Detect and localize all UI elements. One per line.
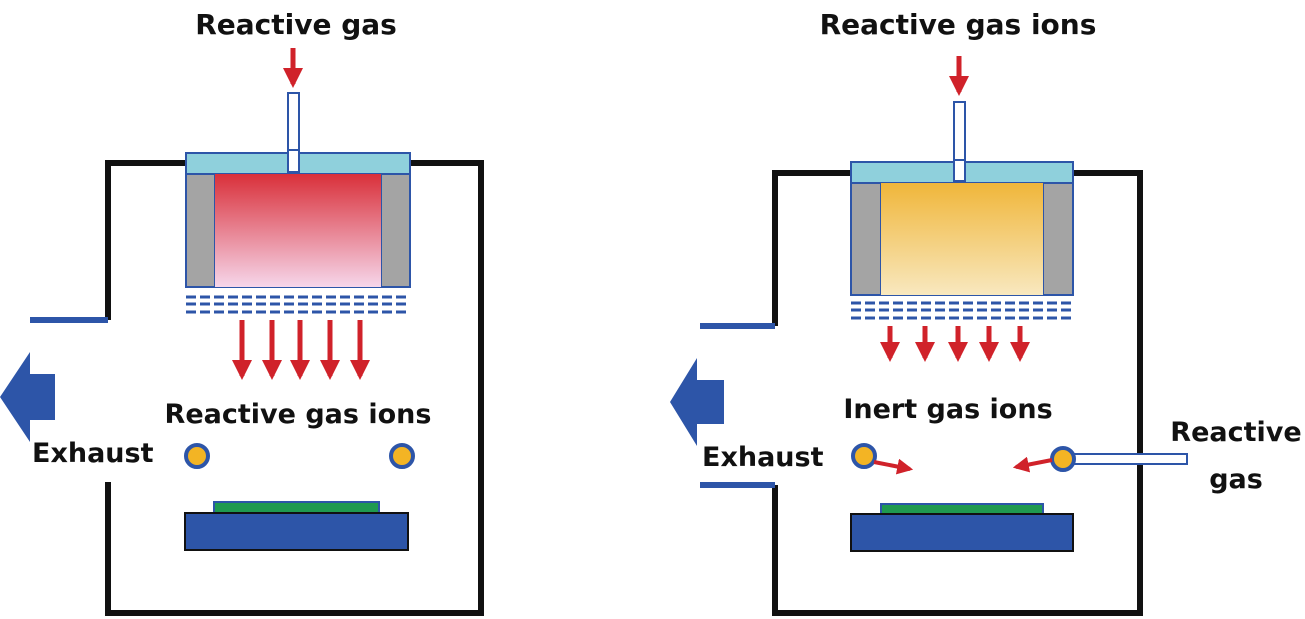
right-gas-inlet-label: Reactive gas ions (820, 8, 1097, 41)
left-ion-beam-arrows (232, 320, 370, 380)
right-nozzle-arrow-right (1012, 456, 1053, 473)
right-side-gas-label-line1: Reactive (1170, 417, 1301, 448)
right-inlet-tube-through (953, 159, 966, 182)
right-side-gas-label-line2: gas (1209, 464, 1263, 495)
right-ions-label: Inert gas ions (843, 394, 1052, 425)
right-chamber-wall (772, 170, 1143, 616)
right-side-gas-tube (1071, 453, 1188, 465)
left-panel: Reactive gas Reactive gas ions Exhaust (0, 8, 484, 616)
right-nozzle-right (1050, 446, 1076, 472)
left-plasma-chamber (215, 174, 381, 287)
left-exhaust-label: Exhaust (32, 438, 154, 469)
left-substrate (213, 501, 380, 514)
left-exhaust-arrow-icon (0, 352, 55, 442)
left-substrate-holder (184, 512, 409, 551)
left-magnet-right (380, 173, 411, 288)
right-magnet-left (850, 182, 882, 296)
right-nozzle-left (851, 443, 877, 469)
right-exhaust-arrow-icon (670, 358, 724, 446)
right-nozzle-arrow-left (873, 458, 914, 475)
left-nozzle-right (389, 443, 415, 469)
right-exhaust-label: Exhaust (702, 442, 824, 473)
left-gas-inlet-label: Reactive gas (195, 8, 397, 41)
left-chamber-wall (105, 160, 484, 616)
right-magnet-right (1042, 182, 1074, 296)
left-magnet-left (185, 173, 216, 288)
right-substrate (880, 503, 1044, 515)
right-plasma-chamber (881, 183, 1043, 295)
left-ions-label: Reactive gas ions (165, 399, 432, 430)
left-nozzle-left (184, 443, 210, 469)
right-panel: Reactive gas ions Inert gas ions Exhaust… (670, 8, 1302, 616)
left-inlet-tube-through (287, 149, 300, 173)
right-substrate-holder (850, 513, 1074, 552)
right-ion-beam-arrows (880, 326, 1030, 362)
